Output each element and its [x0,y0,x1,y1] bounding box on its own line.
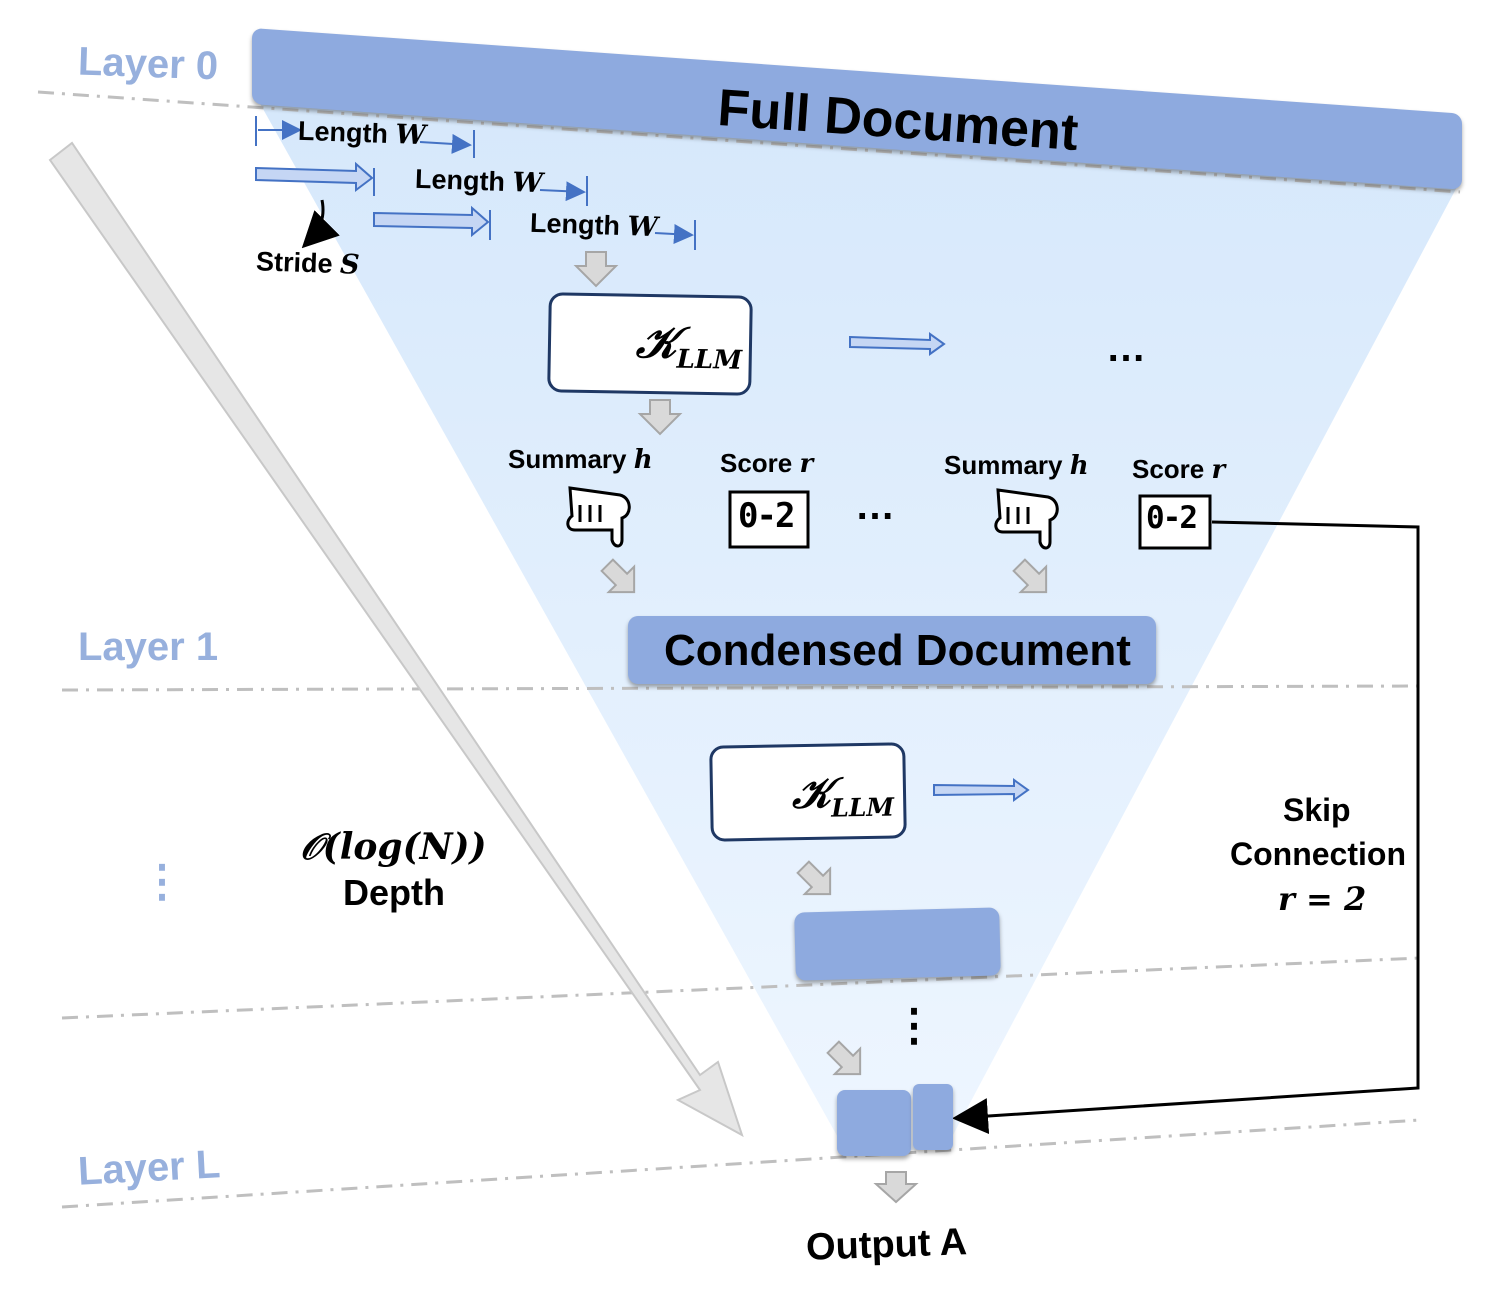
window-measures [255,116,696,250]
score-display [728,490,810,549]
ellipsis: … [1106,326,1146,370]
flow-arrows [573,251,1048,1204]
kernel-label: 𝒦LLM [636,317,743,376]
kernel-symbol: 𝒦 [791,768,832,818]
skip-connection-line2: Connection [1230,836,1406,872]
summary-label: Summary h [508,444,653,475]
stride-arrows [255,161,1030,802]
w-var: W [511,167,544,200]
layer-1-label: Layer 1 [78,625,219,669]
window-length-label: Length W [297,115,427,152]
h-var: h [1069,451,1089,481]
output-label: Output A [805,1221,968,1269]
score-text: Score [720,448,793,478]
kernel-label: 𝒦LLM [792,767,895,823]
ellipsis: … [855,484,895,528]
score-display [1138,494,1212,550]
kernel-subscript: LLM [831,792,895,823]
score-display-value: 0-2 [1146,500,1198,536]
layer-0-label: Layer 0 [77,39,219,89]
summary-icon [566,486,631,548]
condensed-document-box [628,616,1156,684]
length-text: Length [529,207,621,241]
kernel-symbol: 𝒦 [635,317,678,369]
score-display-value: 0-2 [738,496,795,536]
layer-L-label: Layer L [76,1142,222,1194]
output-segment-box [837,1090,911,1156]
layer-separators [37,90,1461,1209]
layer-intermediate-box [794,907,1001,981]
summary-label: Summary h [944,450,1089,481]
score-text: Score [1132,454,1205,484]
length-text: Length [414,163,506,197]
depth-complexity: 𝒪(log(N)) [300,826,487,868]
r-var: r [799,449,814,479]
depth-arrow [48,141,744,1138]
score-label: Score r [1132,454,1225,485]
stride-label: Stride S [255,246,361,281]
skip-connection-ratio: r = 2 [1278,880,1367,918]
r-var: r [1211,455,1226,485]
w-var: W [626,211,659,244]
summary-text: Summary [944,450,1063,480]
s-var: S [339,249,361,281]
vertical-ellipsis: ⋮ [892,1001,936,1050]
layer-ellipsis: ⋮ [140,857,184,906]
kernel-subscript: LLM [676,344,743,376]
length-text: Length [297,115,389,149]
w-var: W [394,119,427,152]
window-length-label: Length W [529,207,659,244]
output-segment-box [913,1084,953,1150]
window-length-label: Length W [414,163,544,200]
summary-icon [994,488,1059,550]
condensed-document-title: Condensed Document [664,626,1131,675]
stride-text: Stride [255,246,334,279]
score-label: Score r [720,448,813,479]
summary-text: Summary [508,444,627,474]
skip-connection-line [952,520,1420,1135]
stride-curve [301,199,340,249]
h-var: h [633,445,653,475]
depth-label: Depth [343,872,445,913]
skip-connection-line1: Skip [1283,792,1351,828]
